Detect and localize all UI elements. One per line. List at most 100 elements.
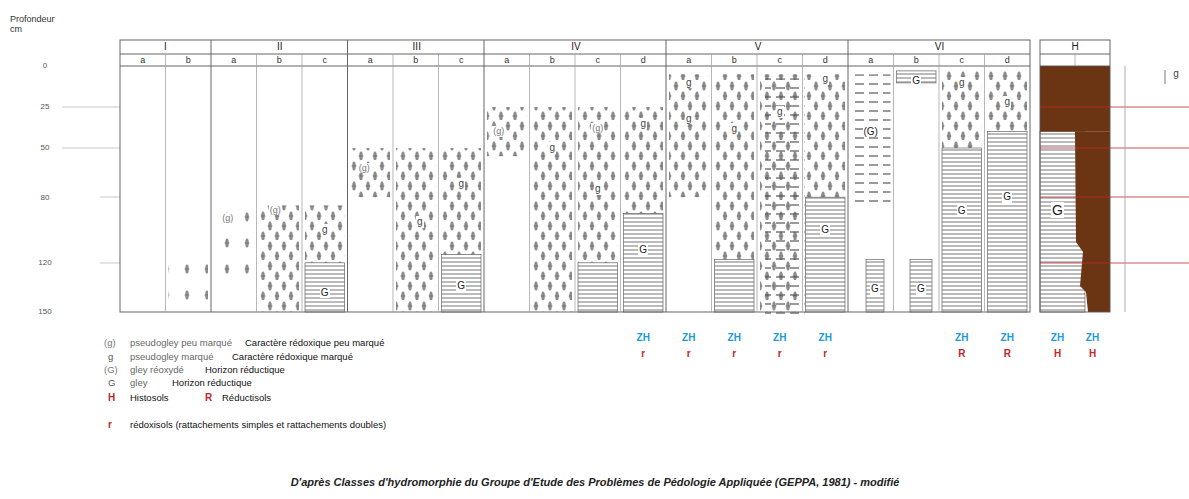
subcolumn-lines-part <box>393 54 394 312</box>
table-label: 120 <box>38 258 51 267</box>
legend-text: Histosols <box>130 393 169 404</box>
subcolumn-lines-part <box>711 54 712 312</box>
horizon-symbol: G <box>870 283 880 295</box>
mottles <box>169 71 1028 312</box>
subcolumn-lines-part <box>620 54 621 312</box>
table-frame-part <box>848 40 849 312</box>
table-label: ZH <box>773 332 786 344</box>
table-label: IV <box>571 41 580 53</box>
legend-text: r <box>108 419 112 431</box>
subcolumn-lines-part <box>529 54 530 312</box>
mottles-part <box>624 107 664 214</box>
table-label: r <box>778 348 782 360</box>
redox-dashes-part <box>765 78 805 316</box>
horizon-symbol: g <box>548 142 556 154</box>
mottles-part <box>305 205 345 262</box>
table-label: d <box>1005 55 1010 65</box>
table-label: d <box>641 55 646 65</box>
histosol-column-part-part <box>1040 263 1189 264</box>
table-label: ZH <box>1001 332 1014 344</box>
horizon-symbol: g <box>639 118 647 130</box>
legend-text: R <box>205 392 212 404</box>
horizon-symbol: G <box>638 244 648 256</box>
gley-stripes-part <box>866 260 884 313</box>
histosol-column-part <box>1040 40 1110 312</box>
horizon-symbol: g <box>776 106 784 118</box>
horizon-symbol: g <box>1172 68 1180 80</box>
subcolumn-lines-part <box>256 54 257 312</box>
table-label: b <box>277 55 282 65</box>
horizon-symbol: G <box>1002 191 1012 203</box>
legend-text: pseudogley peu marqué <box>130 338 232 349</box>
table-frame-part <box>484 40 485 312</box>
table-label: r <box>687 348 691 360</box>
table-label: ZH <box>637 332 650 344</box>
table-label: r <box>732 348 736 360</box>
gley-stripes-part <box>578 263 618 312</box>
horizon-symbol: g <box>730 123 738 135</box>
table-label: c <box>323 55 328 65</box>
mottles-part <box>988 71 1028 132</box>
gley-stripes-part <box>442 255 482 312</box>
table-label: ZH <box>955 332 968 344</box>
subcolumn-lines-part <box>757 54 758 312</box>
horizon-symbol: g <box>594 183 602 195</box>
table-frame-part <box>120 40 1030 312</box>
mottles-part <box>260 205 300 312</box>
table-label: a <box>140 55 145 65</box>
source-caption: D'après Classes d'hydromorphie du Groupe… <box>291 476 900 489</box>
horizon-symbol: (g) <box>591 123 604 133</box>
mottles-part <box>442 148 482 255</box>
horizon-symbol: (G) <box>863 126 879 138</box>
horizon-symbol: G <box>957 205 967 217</box>
depth-ticks-part <box>62 148 120 149</box>
histosol-column-part-part <box>1040 107 1189 108</box>
horizon-symbol: g <box>958 77 966 89</box>
gley-stripes-part <box>910 260 932 313</box>
horizon-symbol: g <box>1003 96 1011 108</box>
subcolumn-lines-part <box>939 54 940 312</box>
legend-text: G <box>108 378 115 389</box>
mottles-part <box>533 107 573 312</box>
subcolumn-lines-part <box>893 54 894 312</box>
legend-text: Caractère rédoxique peu marqué <box>245 338 384 349</box>
table-label: b <box>186 55 191 65</box>
histosol-column-part <box>1040 66 1110 132</box>
horizon-symbol: G <box>1051 202 1064 218</box>
table-label: d <box>823 55 828 65</box>
histosol-column-part-part <box>1040 197 1189 198</box>
histosol-column <box>1040 40 1189 312</box>
legend-text: gley <box>130 378 147 389</box>
table-label: b <box>732 55 737 65</box>
depth-ticks <box>62 107 120 263</box>
table-label: III <box>413 41 421 53</box>
table-frame-part <box>666 40 667 312</box>
horizon-symbol: g <box>416 216 424 228</box>
histosol-column-part <box>1075 54 1076 66</box>
table-label: 50 <box>41 143 50 152</box>
table-frame <box>120 40 1030 312</box>
table-label: b <box>914 55 919 65</box>
table-label: H <box>1089 348 1096 360</box>
table-label: a <box>231 55 236 65</box>
depth-ticks-part <box>100 263 120 264</box>
horizon-symbol: (g) <box>492 126 505 136</box>
table-label: r <box>823 348 827 360</box>
mottles-part <box>669 74 709 197</box>
histosol-column-part <box>1075 132 1110 312</box>
table-label: 0 <box>43 61 47 70</box>
table-label: a <box>368 55 373 65</box>
legend-text: g <box>108 352 113 363</box>
table-label: H <box>1071 41 1078 53</box>
subcolumn-lines <box>166 54 985 312</box>
table-label: c <box>960 55 965 65</box>
table-label: ZH <box>819 332 832 344</box>
horizon-symbol: g <box>457 178 465 190</box>
redox-dashes-part <box>851 74 891 205</box>
legend-text: (g) <box>104 338 116 349</box>
table-label: b <box>413 55 418 65</box>
table-label: II <box>277 41 283 53</box>
mottles-part <box>715 74 755 259</box>
legend-text: Horizon réductique <box>205 365 285 376</box>
legend-text: Caractère rédoxique marqué <box>232 352 353 363</box>
